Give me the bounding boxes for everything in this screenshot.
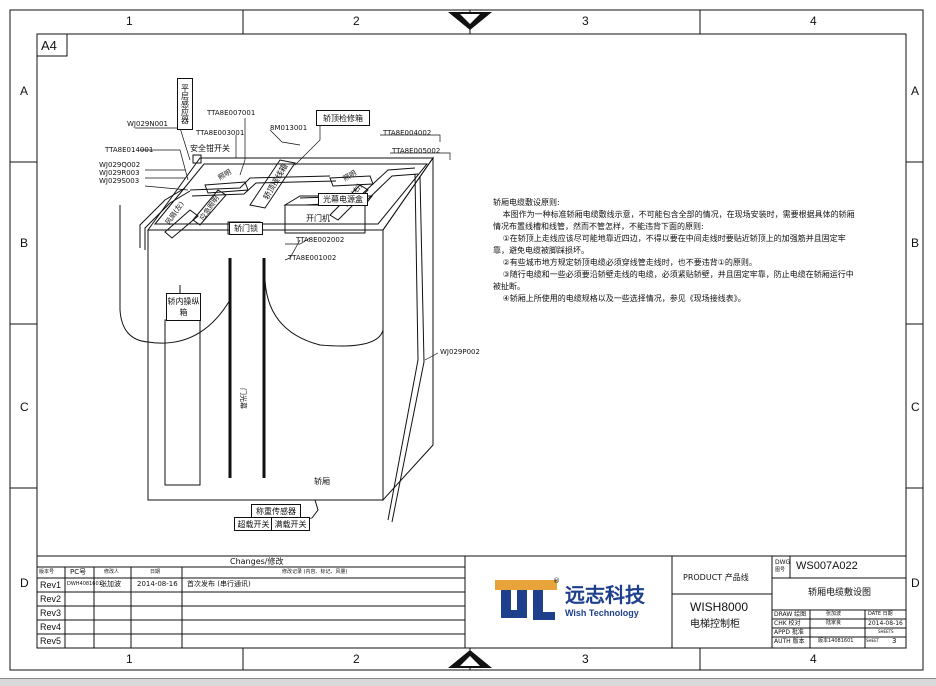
label-light-curtain-power-box: 光幕电源盒 [318,193,368,206]
label-load-sensor: 称重传感器 [251,504,301,518]
row-label-b-right: B [911,236,920,250]
label-tta8e004002: TTA8E004002 [383,129,432,137]
date-value: 2014-08-16 [868,620,903,627]
appd-label: APPD 批准 [774,629,804,636]
label-car-operation-panel: 轿内操纵箱 [166,293,201,321]
sheets-label: SHEETS [878,629,894,634]
row-label-a: A [20,84,29,98]
column-label-2-bottom: 2 [353,652,360,666]
sheet-value: 3 [892,637,897,645]
notes-title: 轿厢电缆敷设原则: [493,198,560,207]
row-label-d-right: D [911,576,920,590]
col-revision: 版本号 [39,569,55,575]
label-wj029s003: WJ029S003 [99,177,140,185]
label-tta8e001002: TTA8E001002 [288,254,337,262]
notes-rule-3: ③随行电缆和一些必须要沿轿壁走线的电缆，必须紧贴轿壁，并且固定牢靠，防止电缆在轿… [493,270,854,291]
sheet-size-label: A4 [41,38,57,53]
date-label: DATE 日期 [868,611,893,617]
column-label-1-bottom: 1 [126,652,133,666]
dwg-sub: 图号 [775,567,786,573]
company-name-cn: 远志科技 [565,583,645,607]
row-label-c: C [20,400,29,414]
registered-mark: ® [553,577,560,585]
label-car-top-inspection-box: 轿顶检修箱 [316,110,370,126]
notes-intro: 本图作为一种标准轿厢电缆敷线示意，不可能包含全部的情况，在现场安装时，需要根据具… [493,210,855,231]
column-label-4: 4 [810,14,817,28]
label-car: 轿厢 [314,477,330,486]
label-tta8e014001: TTA8E014001 [105,146,154,154]
label-8m013001: 8M013001 [270,124,308,132]
dwg-label: DWG [775,559,791,566]
column-label-3-bottom: 3 [582,652,589,666]
row-label-b: B [20,236,29,250]
column-label-4-bottom: 4 [810,652,817,666]
label-wj029p002: WJ029P002 [440,348,480,356]
label-wj029q002: WJ029Q002 [99,161,141,169]
label-wj029n001: WJ029N001 [127,120,168,128]
label-wj029r003: WJ029R003 [99,169,140,177]
cable-laying-notes: 轿厢电缆敷设原则: 本图作为一种标准轿厢电缆敷线示意，不可能包含全部的情况，在现… [493,197,858,305]
label-tta8e003001: TTA8E003001 [196,129,245,137]
row-label-a-right: A [911,84,920,98]
rev-4: Rev4 [40,622,62,632]
drawing-number: WS007A022 [796,560,858,572]
product-name-cn: 电梯控制柜 [690,619,740,630]
label-safety-gear-switch: 安全钳开关 [190,144,230,153]
rev-1-modifier: 张加波 [100,580,121,588]
label-tta8e002002: TTA8E002002 [296,236,345,244]
row-label-d: D [20,576,29,590]
col-modifier: 修改人 [104,569,120,575]
column-label-3: 3 [582,14,589,28]
chk-label: CHK 校对 [774,620,801,627]
label-tta8e005002: TTA8E005002 [392,147,441,155]
rev-1-date: 2014-08-16 [137,580,178,588]
col-record: 修改记录 (内容、标记、风量) [282,569,348,575]
window-bottom-bar [0,678,936,686]
product-label: PRODUCT 产品线 [683,573,749,582]
auth-label: AUTH 版本 [774,638,805,645]
rev-2: Rev2 [40,594,62,604]
column-label-2: 2 [353,14,360,28]
col-date: 日期 [150,569,161,575]
company-logo-icon [495,580,557,620]
product-name: WISH8000 [690,600,749,614]
row-label-c-right: C [911,400,920,414]
notes-rule-1: ①在轿顶上走线应该尽可能地靠近四边，不得以要在中间走线时要贴近轿顶上的加强筋并且… [493,234,846,255]
chk-name: 陆家良 [826,620,842,626]
rev-3: Rev3 [40,608,62,618]
label-door-operator: 开门机 [306,214,330,223]
label-leveling-sensor: 平层感应器 [177,78,193,130]
title-block-grid [37,555,906,648]
label-full-load-switch: 满载开关 [271,517,310,531]
company-name-en: Wish Technology [565,608,639,618]
rev-1-pc: DWH4081601 [67,581,102,587]
notes-rule-2: ②有些城市地方规定轿顶电缆必须穿线管走线时，也不要违背①的原则。 [502,258,757,267]
draw-name: 张加波 [826,611,842,617]
draw-label: DRAW 绘图 [774,611,807,618]
auth-value: 版本14081601 [818,638,854,644]
changes-header: Changes/修改 [230,557,284,566]
column-label-1: 1 [126,14,133,28]
col-pc: PC号 [70,568,87,576]
sheet-label: SHEET [866,638,880,643]
rev-5: Rev5 [40,636,62,646]
rev-1-record: 首次发布 (串行通讯) [187,580,251,588]
rev-1: Rev1 [40,580,62,590]
drawing-title: 轿厢电缆敷设图 [808,588,872,598]
notes-rule-4: ④轿厢上所使用的电缆规格以及一些选择情况，参见《现场接线表》。 [502,294,746,303]
label-car-door-lock: 轿门锁 [229,222,263,235]
label-tta8e007001: TTA8E007001 [207,109,256,117]
